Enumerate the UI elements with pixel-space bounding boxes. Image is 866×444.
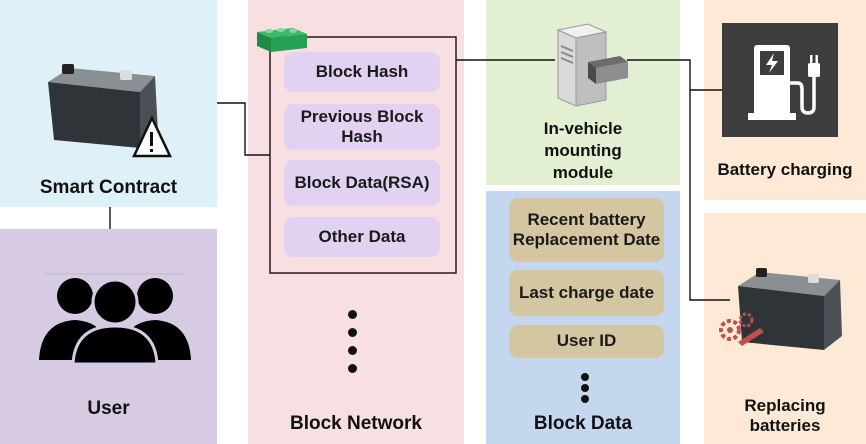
- ellipsis-dot: [581, 384, 589, 392]
- ellipsis-dot: [348, 346, 357, 355]
- block-network-label: Block Network: [290, 413, 422, 434]
- smart-contract-label: Smart Contract: [39, 177, 178, 198]
- block-hash-field: Block Hash: [284, 52, 440, 92]
- battery-charging-label: Battery charging: [717, 160, 853, 179]
- previous-block-hash-field: Previous Block Hash: [284, 104, 440, 150]
- in-vehicle-label: In-vehicle mounting module: [543, 119, 623, 183]
- last-charge-date-field: Last charge date: [509, 270, 664, 316]
- block-data-rsa-field: Block Data(RSA): [284, 160, 440, 206]
- user-id-field: User ID: [509, 325, 664, 358]
- ev-charger-icon: [722, 23, 838, 137]
- ellipsis-dot: [581, 395, 589, 403]
- ellipsis-dot: [348, 310, 357, 319]
- recent-battery-replacement-date-field: Recent battery Replacement Date: [509, 198, 664, 262]
- ellipsis-dot: [348, 328, 357, 337]
- ellipsis-dot: [348, 364, 357, 373]
- user-label: User: [87, 398, 130, 419]
- users-group-icon: [39, 273, 191, 366]
- battery-gears-icon: [719, 268, 842, 350]
- server-module-icon: [556, 23, 628, 107]
- block-data-label: Block Data: [533, 413, 633, 434]
- car-battery-warning-icon: [48, 64, 172, 158]
- ellipsis-dot: [581, 373, 589, 381]
- other-data-field: Other Data: [284, 217, 440, 257]
- block-cube-icon: [257, 28, 307, 52]
- replacing-batteries-label: Replacing batteries: [744, 396, 826, 435]
